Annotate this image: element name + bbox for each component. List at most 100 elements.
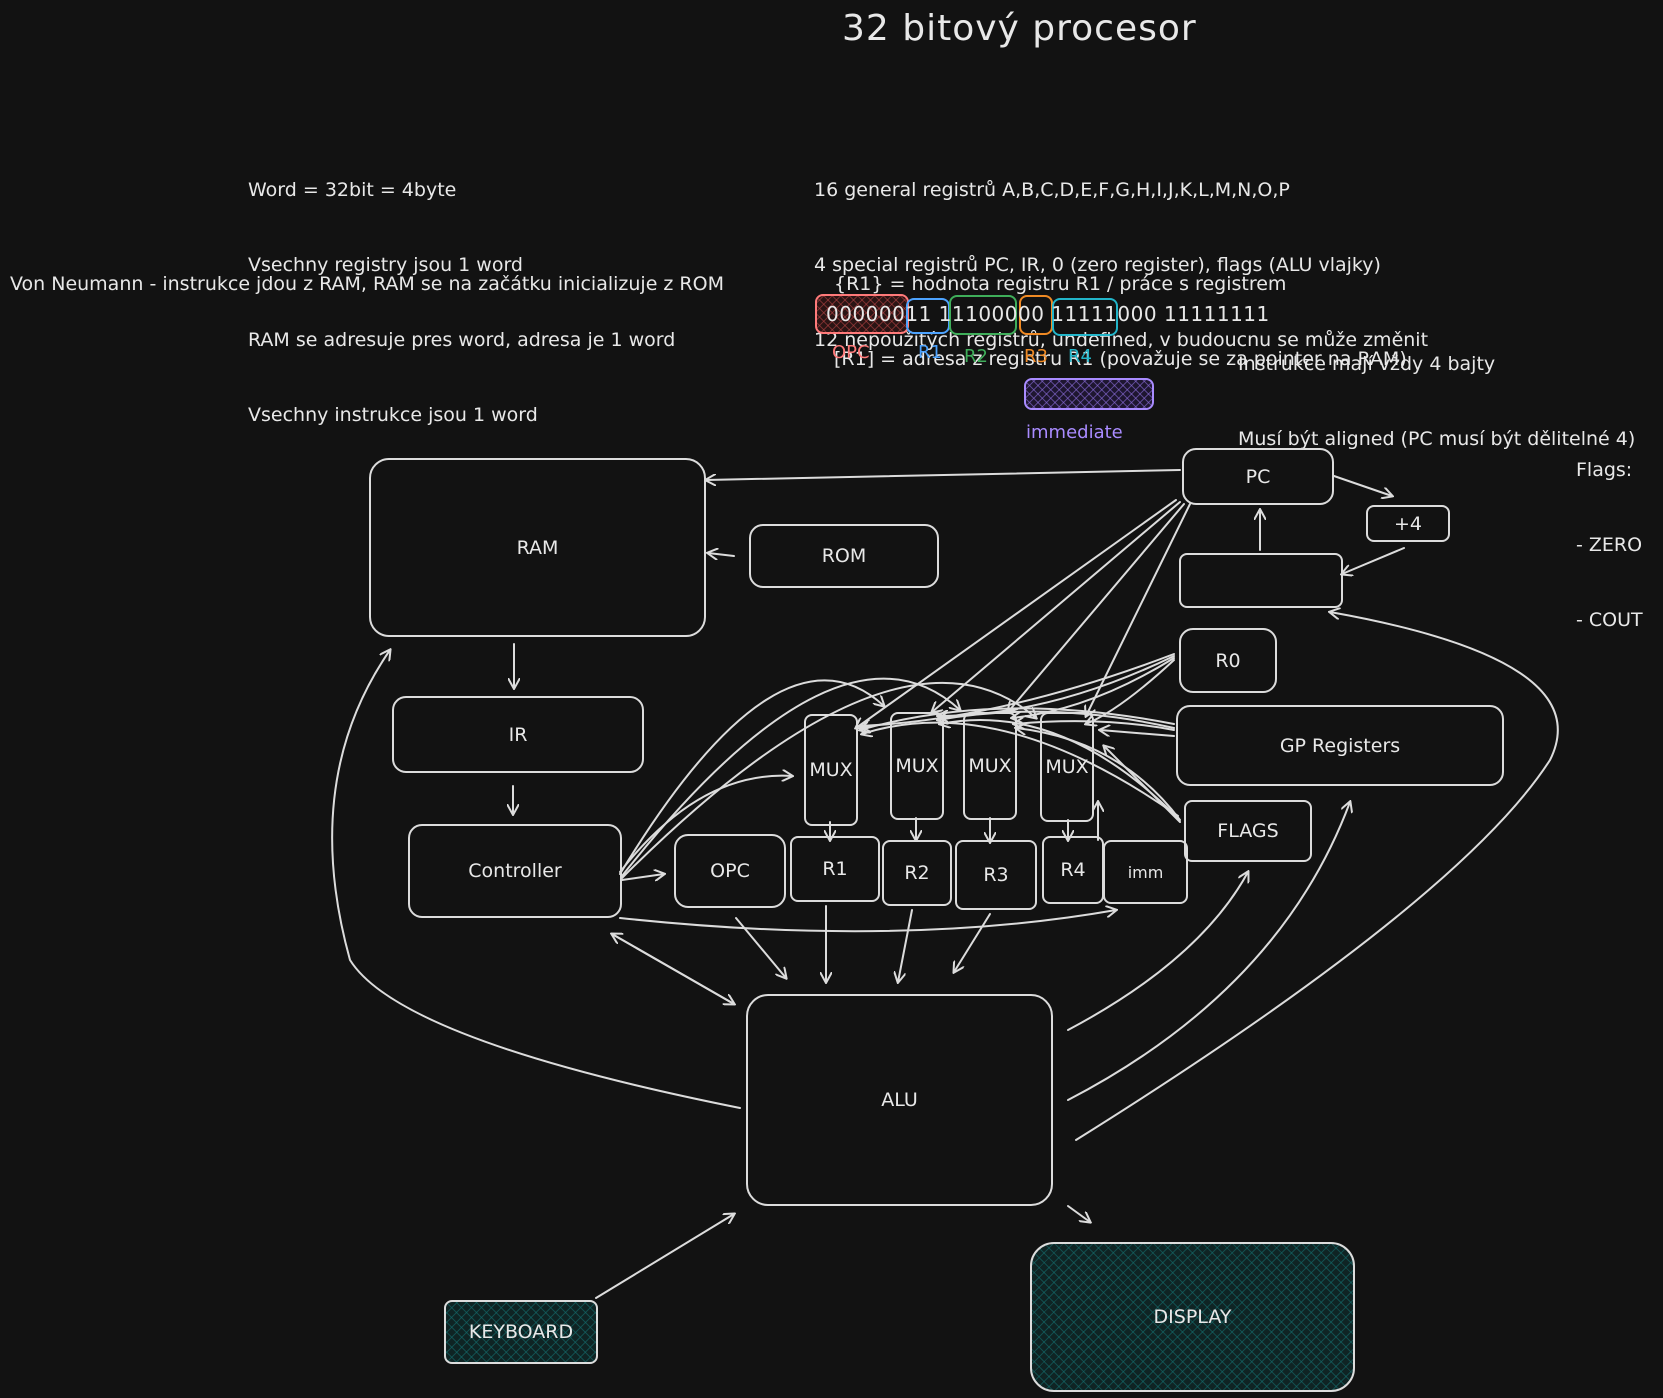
- wire-controller-mux2: [619, 679, 884, 875]
- wire-r3-alu: [954, 913, 991, 972]
- wire-flags-mux1: [862, 721, 1179, 817]
- note-line: 4 special registrů PC, IR, 0 (zero regis…: [814, 254, 1381, 276]
- wire-controller-mux4: [621, 681, 1036, 879]
- mux-label: MUX: [1045, 756, 1089, 778]
- register-notes: 16 general registrů A,B,C,D,E,F,G,H,I,J,…: [814, 128, 1428, 378]
- diagram-title: 32 bitový procesor: [842, 8, 1197, 49]
- field-immediate-box: [1024, 378, 1154, 410]
- note-line: Musí být aligned (PC musí být dělitelné …: [1238, 428, 1636, 450]
- wire-gp-mux4: [1100, 730, 1175, 737]
- decode-r1-label: R1: [822, 858, 848, 880]
- rom-label: ROM: [821, 545, 867, 567]
- decode-r2-block[interactable]: R2: [882, 840, 952, 906]
- mux-label: MUX: [895, 755, 939, 777]
- field-r4-box: [1052, 298, 1118, 336]
- r0-block[interactable]: R0: [1179, 628, 1277, 693]
- wire-alu-gp: [1067, 802, 1350, 1101]
- decode-opc-block[interactable]: OPC: [674, 834, 786, 908]
- wire-controller-imm: [619, 910, 1116, 933]
- gp-registers-label: GP Registers: [1279, 734, 1401, 757]
- alu-block[interactable]: ALU: [746, 994, 1053, 1206]
- rom-block[interactable]: ROM: [749, 524, 939, 588]
- field-opc-box: [815, 294, 909, 334]
- note-line: Instrukce mají vždy 4 bajty: [1238, 353, 1496, 375]
- instruction-notes: Instrukce mají vždy 4 bajty Musí být ali…: [1238, 302, 1635, 477]
- wire-r2-alu: [898, 909, 913, 982]
- decode-r4-block[interactable]: R4: [1042, 836, 1104, 904]
- wire-gp-mux1: [860, 707, 1175, 730]
- mux-3-block[interactable]: MUX: [963, 712, 1017, 820]
- pc-mux-block[interactable]: [1179, 553, 1343, 608]
- decode-imm-block[interactable]: imm: [1103, 840, 1188, 904]
- keyboard-block[interactable]: KEYBOARD: [444, 1300, 598, 1364]
- wire-alu-display: [1067, 1205, 1090, 1222]
- decode-imm-label: imm: [1127, 862, 1164, 882]
- note-line: Vsechny registry jsou 1 word: [248, 254, 523, 276]
- display-block[interactable]: DISPLAY: [1030, 1242, 1355, 1392]
- wire-alu-pcmux: [1075, 612, 1559, 1141]
- field-r2-box: [949, 295, 1017, 335]
- von-neumann-note: Von Neumann - instrukce jdou z RAM, RAM …: [10, 273, 724, 295]
- wire-flags-mux4: [1104, 746, 1181, 823]
- alu-label: ALU: [881, 1089, 918, 1111]
- mux-2-block[interactable]: MUX: [890, 712, 944, 820]
- decode-r1-block[interactable]: R1: [790, 836, 880, 902]
- plus4-label: +4: [1393, 512, 1422, 535]
- pc-label: PC: [1245, 465, 1271, 488]
- decode-opc-label: OPC: [710, 860, 750, 882]
- wire-pc-ram: [706, 469, 1181, 480]
- word-notes: Word = 32bit = 4byte Vsechny registry js…: [248, 128, 675, 453]
- note-line: [R1] = adresa z registru R1 (považuje se…: [834, 348, 1407, 370]
- keyboard-label: KEYBOARD: [468, 1321, 574, 1343]
- ir-label: IR: [508, 723, 528, 746]
- wire-pc-mux1: [856, 499, 1177, 728]
- field-opc-label: OPC: [832, 342, 870, 363]
- mux-label: MUX: [968, 755, 1012, 777]
- flags-label: FLAGS: [1217, 820, 1279, 842]
- flags-note: Flags: - ZERO - COUT: [1576, 408, 1643, 658]
- flags-block[interactable]: FLAGS: [1184, 800, 1312, 862]
- wire-plus4-pcmux: [1342, 547, 1405, 574]
- ram-block[interactable]: RAM: [369, 458, 706, 637]
- note-line: 16 general registrů A,B,C,D,E,F,G,H,I,J,…: [814, 179, 1290, 201]
- wire-pc-plus4: [1333, 475, 1392, 496]
- wire-controller-mux1: [619, 776, 792, 873]
- flags-note-title: Flags:: [1576, 459, 1633, 481]
- field-r3-label: R3: [1024, 346, 1048, 367]
- note-line: Vsechny instrukce jsou 1 word: [248, 404, 538, 426]
- ram-label: RAM: [516, 536, 559, 559]
- note-line: RAM se adresuje pres word, adresa je 1 w…: [248, 329, 676, 351]
- r0-label: R0: [1215, 649, 1241, 672]
- note-line: {R1} = hodnota registru R1 / práce s reg…: [834, 273, 1287, 295]
- field-immediate-label: immediate: [1026, 422, 1123, 443]
- wire-controller-mux3: [621, 677, 960, 877]
- pc-block[interactable]: PC: [1182, 448, 1334, 505]
- decode-r4-label: R4: [1060, 859, 1086, 881]
- display-label: DISPLAY: [1153, 1306, 1232, 1328]
- flags-note-item: - ZERO: [1576, 534, 1643, 556]
- wire-pc-mux4: [1086, 503, 1191, 716]
- wire-opc-alu: [735, 917, 786, 978]
- gp-registers-block[interactable]: GP Registers: [1176, 705, 1504, 786]
- wire-controller-opc: [621, 874, 664, 880]
- ir-block[interactable]: IR: [392, 696, 644, 773]
- wire-rom-ram: [708, 553, 735, 556]
- field-r1-label: R1: [918, 342, 942, 363]
- controller-block[interactable]: Controller: [408, 824, 622, 918]
- wire-pc-mux3: [1008, 503, 1185, 712]
- note-line: Word = 32bit = 4byte: [248, 179, 457, 201]
- decode-r3-label: R3: [983, 864, 1009, 886]
- controller-label: Controller: [468, 860, 562, 882]
- mux-4-block[interactable]: MUX: [1040, 712, 1094, 822]
- decode-r2-label: R2: [904, 862, 930, 884]
- plus4-block[interactable]: +4: [1366, 505, 1450, 542]
- wire-pc-mux2: [932, 501, 1181, 712]
- field-r4-label: R4: [1068, 346, 1092, 367]
- wire-alu-ram: [331, 650, 741, 1109]
- wire-gp-mux3: [1014, 721, 1175, 731]
- mux-label: MUX: [809, 759, 853, 781]
- decode-r3-block[interactable]: R3: [955, 840, 1037, 910]
- flags-note-item: - COUT: [1576, 609, 1643, 631]
- mux-1-block[interactable]: MUX: [804, 714, 858, 826]
